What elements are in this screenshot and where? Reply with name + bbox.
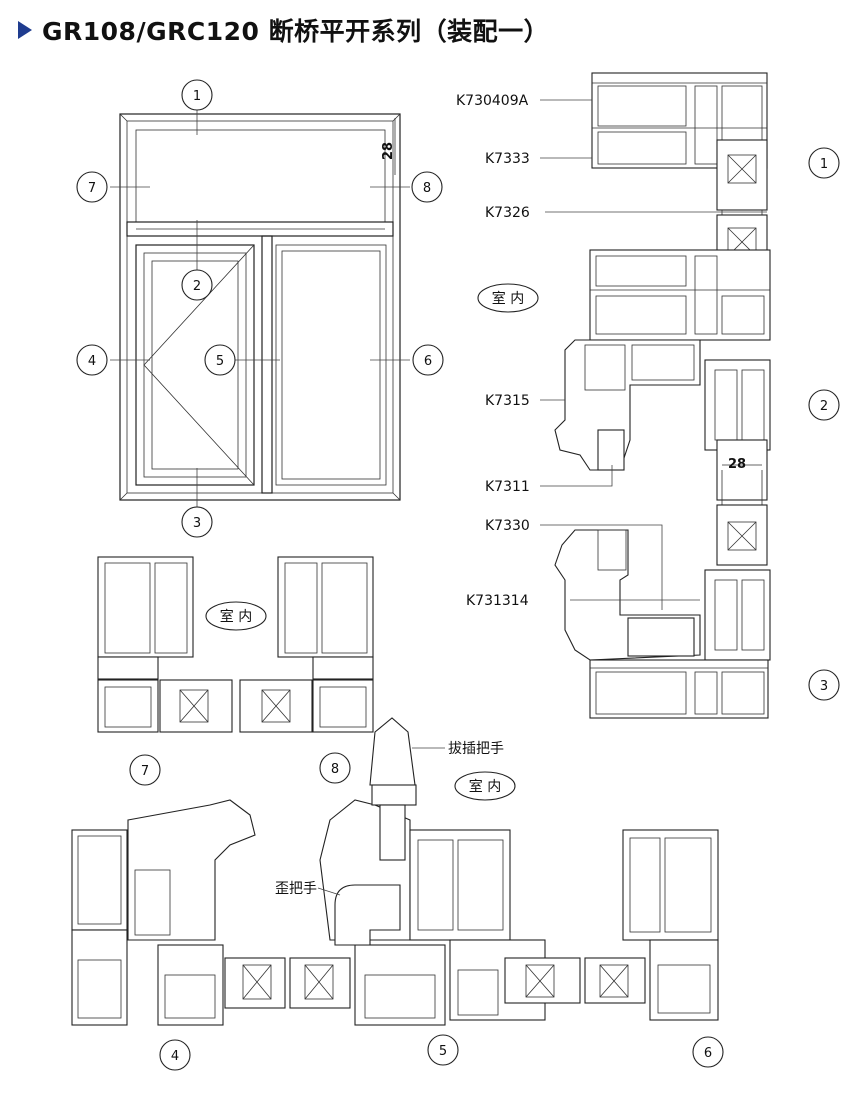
section-8-jamb [277,556,374,658]
marker-8: 8 [411,171,443,203]
profile-k731314 [627,617,695,657]
crank-handle [334,884,401,946]
plug-handle [369,717,416,786]
label-k7326: K7326 [485,205,530,221]
svg-text:5: 5 [216,354,224,369]
title-triangle-icon [18,21,32,39]
svg-text:室 内: 室 内 [469,778,501,795]
transom-glass [135,129,386,223]
section-5-mullion [354,944,446,1026]
label-k730409a: K730409A [456,93,529,109]
svg-text:3: 3 [193,516,201,531]
elevation-dim-28: 28 [381,142,396,160]
outer-frame-inner [126,120,394,494]
section-7-8: 室 内 7 8 [97,556,374,786]
profile-transom [589,249,771,341]
right-fixed-glass [275,244,387,486]
section-marker-5: 5 [427,1034,459,1066]
page-title: GR108/GRC120 断桥平开系列（装配一） [18,10,549,50]
section-marker-8: 8 [319,752,351,784]
svg-text:2: 2 [820,399,828,414]
interior-label-bottom: 室 内 [454,771,516,801]
interior-label-right: 室 内 [477,283,539,313]
svg-text:4: 4 [171,1049,179,1064]
svg-text:1: 1 [193,89,201,104]
section-marker-2: 2 [808,389,840,421]
section-4-frame [71,829,128,931]
window-elevation: 28 1 7 8 2 4 5 6 3 [76,79,444,538]
profile-k7315 [554,339,701,471]
outer-frame [119,113,401,501]
section-4-sash [127,799,256,941]
section-marker-4: 4 [159,1039,191,1071]
label-k7330: K7330 [485,518,530,534]
svg-text:4: 4 [88,354,96,369]
label-k7315: K7315 [485,393,530,409]
svg-text:1: 1 [820,157,828,172]
marker-6: 6 [412,344,444,376]
section-marker-1: 1 [808,147,840,179]
svg-text:7: 7 [141,764,149,779]
opening-indicator [143,244,255,486]
section-6-frame [622,829,719,941]
profile-k7311 [597,429,625,471]
marker-4: 4 [76,344,108,376]
section-marker-6: 6 [692,1036,724,1068]
svg-text:8: 8 [423,181,431,196]
label-k731314: K731314 [466,593,529,609]
marker-3: 3 [181,506,213,538]
marker-1: 1 [181,79,213,111]
section-marker-3: 3 [808,669,840,701]
svg-text:8: 8 [331,762,339,777]
svg-text:室 内: 室 内 [220,608,252,625]
svg-text:6: 6 [704,1046,712,1061]
label-k7311: K7311 [485,479,530,495]
marker-2: 2 [181,269,213,301]
marker-7: 7 [76,171,108,203]
svg-text:6: 6 [424,354,432,369]
label-plug-handle: 拔插把手 [448,741,504,757]
label-k7333: K7333 [485,151,530,167]
left-sash [135,244,255,486]
section-marker-7: 7 [129,754,161,786]
svg-text:7: 7 [88,181,96,196]
label-crank-handle: 歪把手 [275,881,317,897]
svg-text:室 内: 室 内 [492,290,524,307]
interior-label-mid: 室 内 [205,601,267,631]
transom-bar [126,221,394,237]
section-4-5-6: 拔插把手 歪把手 室 内 4 5 6 [71,717,724,1071]
svg-text:5: 5 [439,1044,447,1059]
profile-bottom-frame [589,659,769,719]
section-7-jamb [97,556,194,658]
section-dim-28: 28 [728,457,746,472]
vertical-section: 28 K730409A K7333 K7326 K7315 [456,72,840,719]
marker-5: 5 [204,344,236,376]
svg-text:2: 2 [193,279,201,294]
mullion [261,235,273,494]
svg-text:3: 3 [820,679,828,694]
title-text: GR108/GRC120 断桥平开系列（装配一） [42,17,550,46]
